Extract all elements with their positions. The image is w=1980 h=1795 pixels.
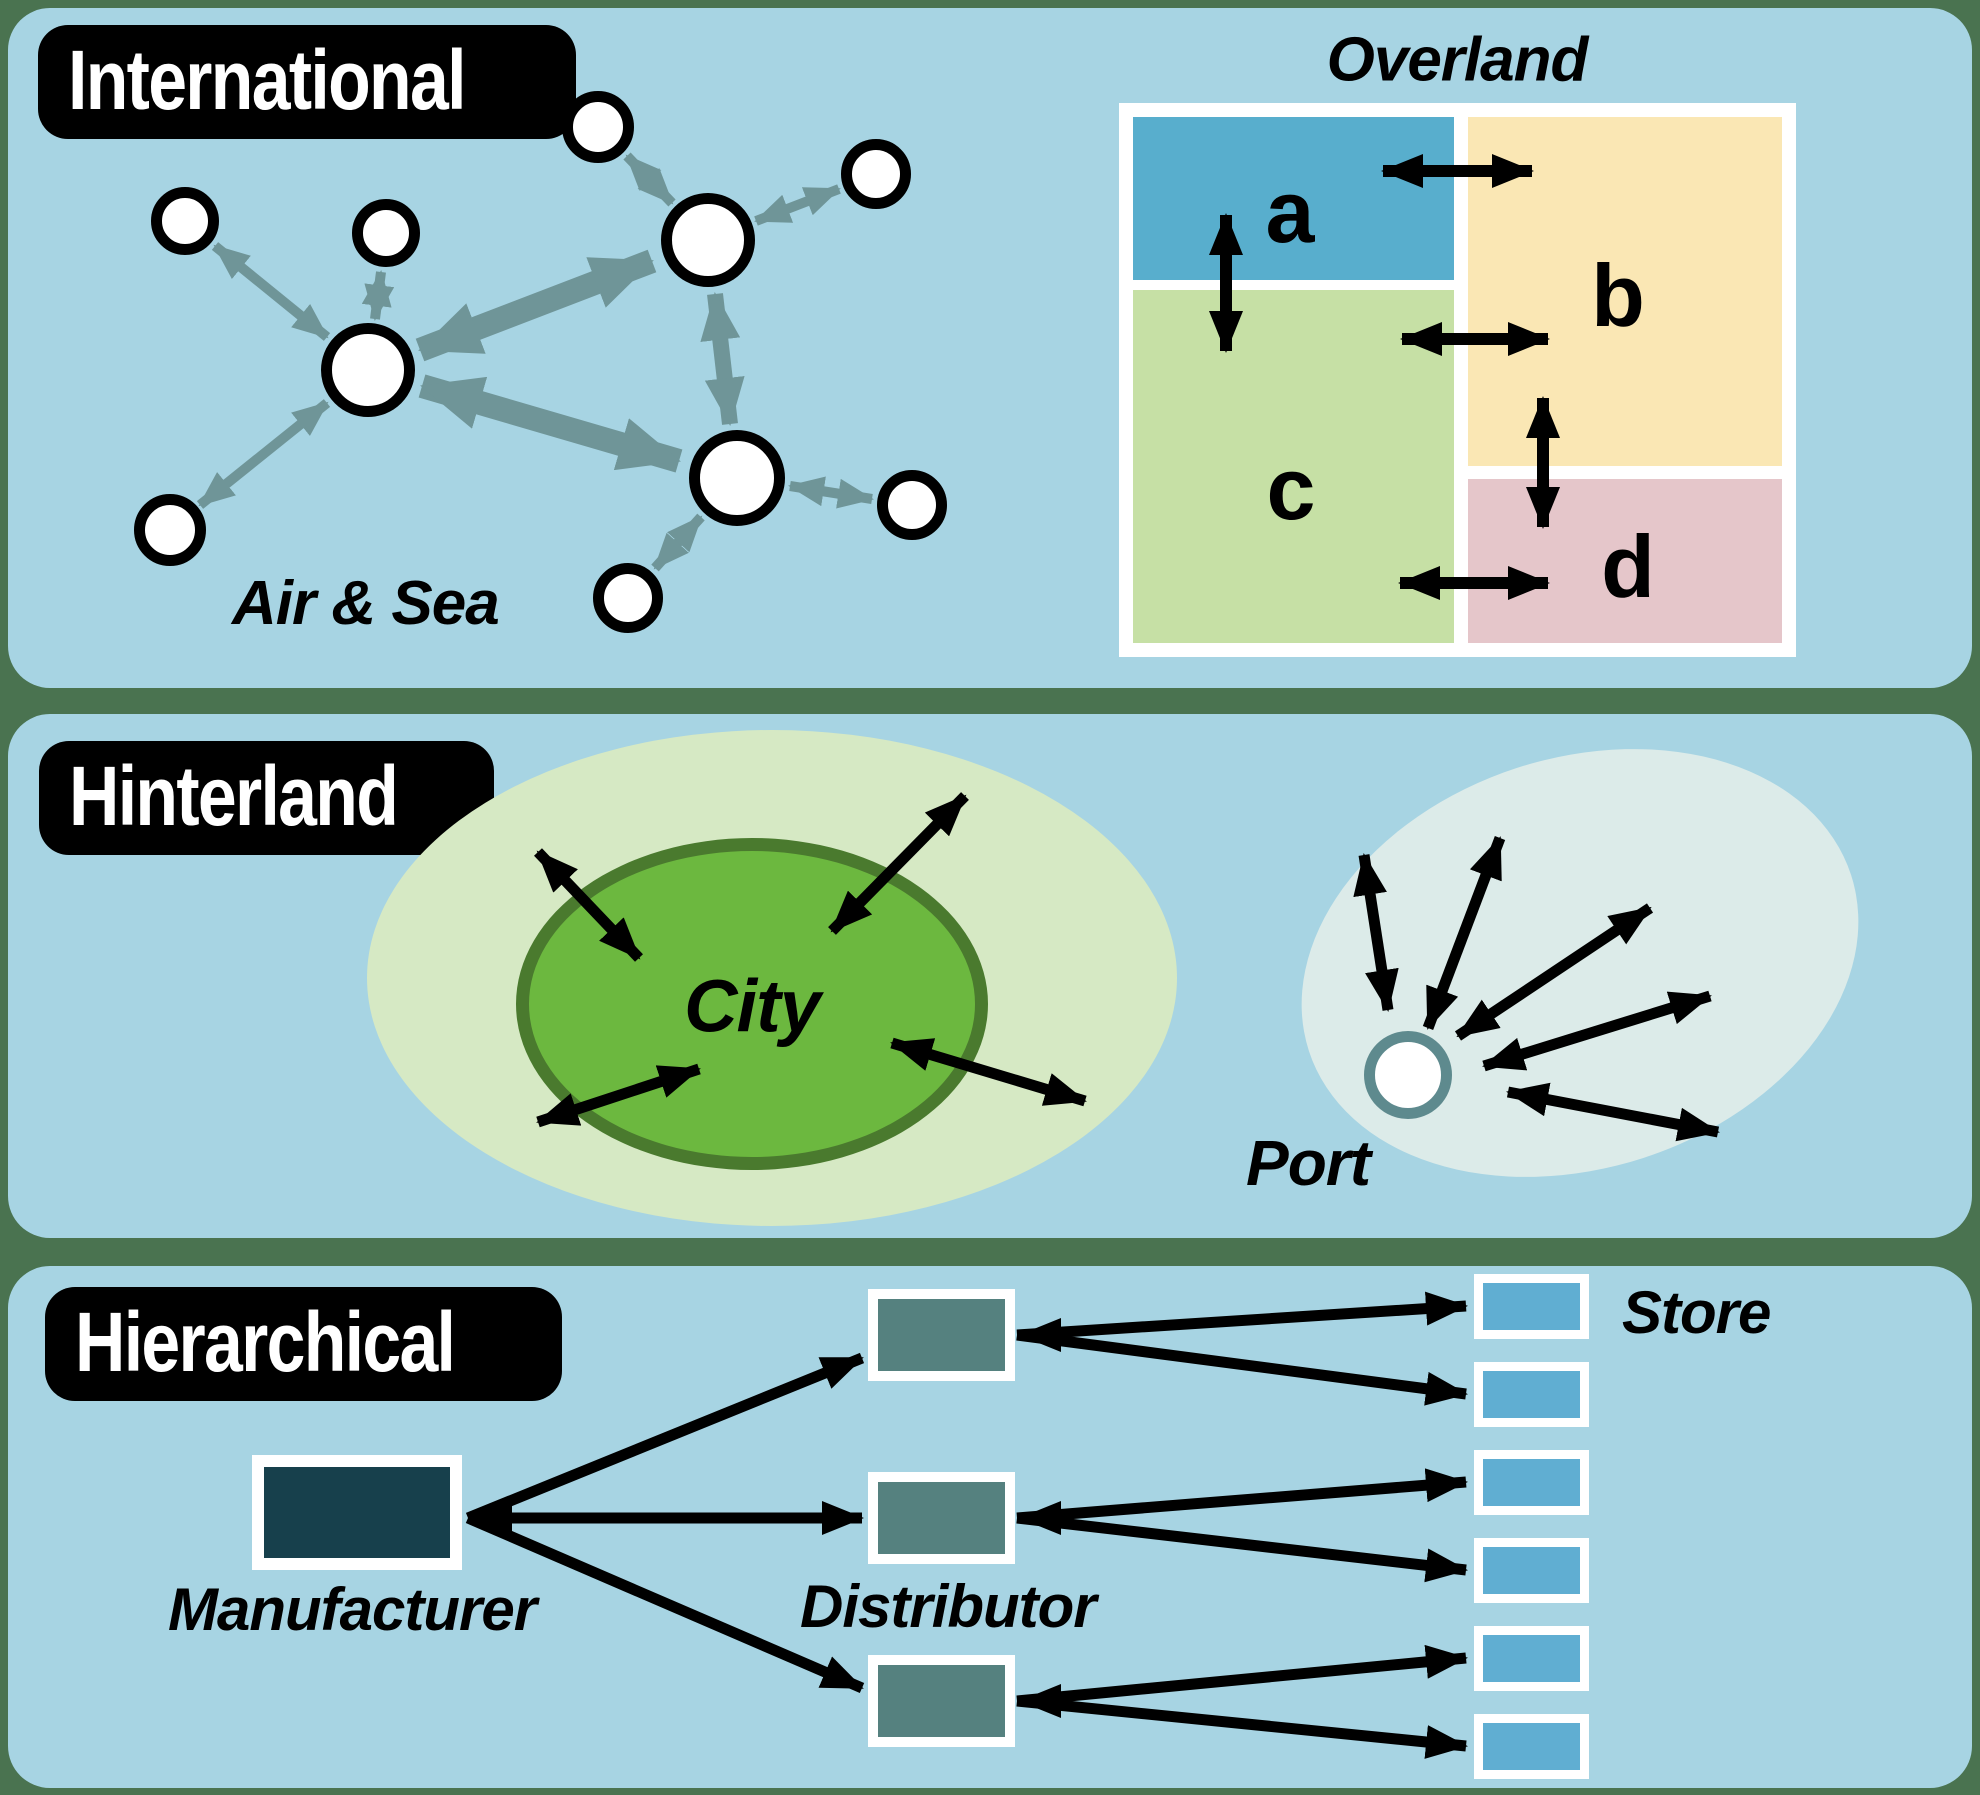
overland-region-label-b: b (1591, 246, 1645, 345)
overland-region-label-a: a (1265, 162, 1315, 261)
overland-region-label-d: d (1601, 517, 1655, 616)
overland-region-label-c: c (1266, 439, 1316, 538)
international-title: International (68, 33, 466, 127)
international-title-box: International (38, 25, 577, 140)
air-sea-label: Air & Sea (232, 569, 500, 638)
overland-title: Overland (1326, 25, 1589, 95)
distributor-box-1 (868, 1289, 1015, 1381)
store-box-3 (1474, 1450, 1589, 1515)
distributor-box-3 (868, 1655, 1015, 1747)
port-label: Port (1246, 1127, 1371, 1199)
store-box-5 (1474, 1626, 1589, 1691)
hierarchical-title-box: Hierarchical (45, 1287, 562, 1402)
hinterland-title: Hinterland (69, 749, 399, 843)
distributor-box-2 (868, 1472, 1015, 1564)
store-box-1 (1474, 1274, 1589, 1339)
store-label: Store (1622, 1279, 1771, 1346)
hinterland-title-box: Hinterland (39, 741, 495, 856)
port-node (1364, 1031, 1452, 1119)
city-label: City (684, 964, 821, 1048)
manufacturer-box (252, 1455, 462, 1570)
store-box-6 (1474, 1714, 1589, 1779)
store-box-4 (1474, 1538, 1589, 1603)
overland-region-d (1468, 479, 1782, 643)
distributor-label: Distributor (800, 1573, 1097, 1640)
hierarchical-title: Hierarchical (75, 1295, 456, 1389)
manufacturer-label: Manufacturer (168, 1576, 537, 1643)
overland-region-a (1133, 117, 1454, 280)
store-box-2 (1474, 1362, 1589, 1427)
